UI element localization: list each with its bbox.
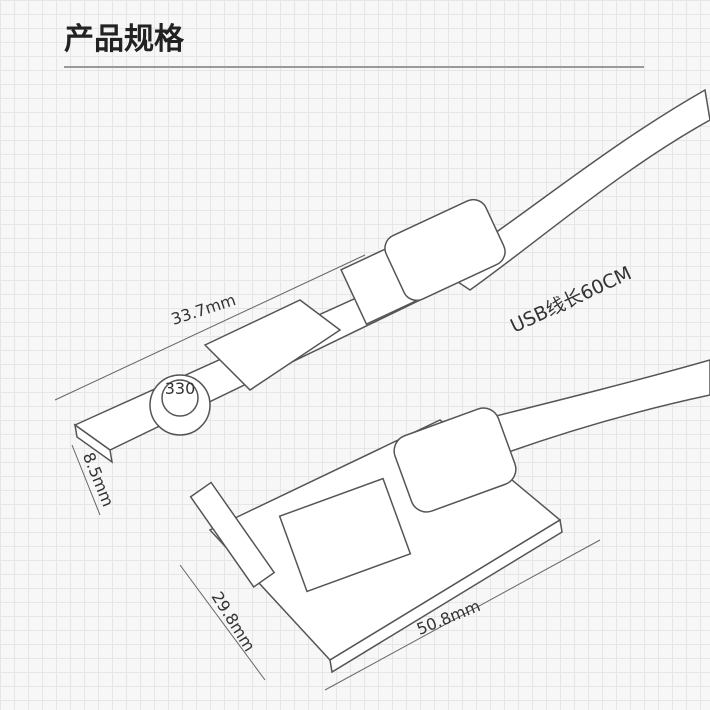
usb-plug-bottom bbox=[393, 407, 517, 513]
usb-cable-bottom bbox=[478, 359, 710, 456]
dim-line-50-8 bbox=[324, 539, 601, 691]
inductor-marking: 330 bbox=[165, 379, 196, 398]
page-title: 产品规格 bbox=[64, 22, 184, 57]
usb-cable-top bbox=[438, 88, 710, 291]
pcie-slot bbox=[203, 299, 342, 391]
title-divider bbox=[64, 66, 644, 68]
dim-line-29-8 bbox=[179, 564, 266, 681]
usb-connector-large bbox=[278, 477, 412, 593]
usb-plug-top bbox=[384, 198, 506, 302]
dim-line-33-7 bbox=[54, 254, 366, 401]
bracket bbox=[189, 481, 276, 588]
dim-line-8-5 bbox=[71, 444, 101, 516]
